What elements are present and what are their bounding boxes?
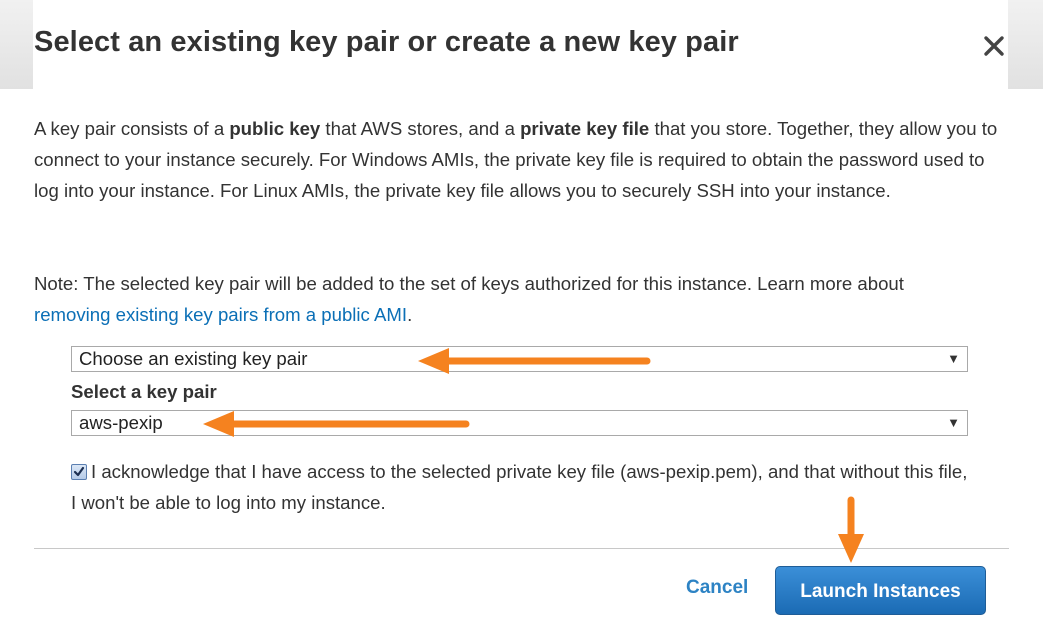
key-pair-description: A key pair consists of a public key that… bbox=[34, 113, 1009, 206]
note-text: Note: The selected key pair will be adde… bbox=[34, 273, 904, 294]
intro-text-2: that AWS stores, and a bbox=[320, 118, 521, 139]
annotation-arrow-down-icon bbox=[838, 496, 864, 563]
dialog-header-panel bbox=[33, 0, 1008, 89]
close-icon[interactable] bbox=[978, 30, 1010, 62]
launch-instances-button[interactable]: Launch Instances bbox=[775, 566, 986, 615]
intro-text-3: that you store. Together, they allow you… bbox=[34, 118, 998, 201]
key-pair-select-value: aws-pexip bbox=[79, 412, 163, 433]
acknowledge-checkbox[interactable] bbox=[71, 464, 87, 480]
acknowledge-text: I acknowledge that I have access to the … bbox=[71, 461, 968, 513]
intro-bold-private-key: private key file bbox=[520, 118, 650, 139]
key-pair-label: Select a key pair bbox=[71, 381, 217, 402]
dialog-header: Select an existing key pair or create a … bbox=[0, 0, 1043, 89]
intro-text-1: A key pair consists of a bbox=[34, 118, 230, 139]
footer-divider bbox=[34, 548, 1009, 549]
note-end: . bbox=[407, 304, 413, 325]
key-pair-note: Note: The selected key pair will be adde… bbox=[34, 268, 974, 330]
remove-key-pairs-link[interactable]: removing existing key pairs from a publi… bbox=[34, 304, 408, 325]
key-option-select-value: Choose an existing key pair bbox=[79, 348, 308, 369]
annotation-arrow-left-icon bbox=[203, 411, 470, 437]
intro-bold-public-key: public key bbox=[229, 118, 321, 139]
annotation-arrow-left-icon bbox=[418, 348, 651, 374]
cancel-button[interactable]: Cancel bbox=[686, 577, 749, 598]
dropdown-caret-icon: ▼ bbox=[947, 415, 960, 430]
checkmark-icon bbox=[73, 466, 85, 477]
key-option-select[interactable]: Choose an existing key pair ▼ bbox=[71, 346, 968, 372]
dropdown-caret-icon: ▼ bbox=[947, 351, 960, 366]
acknowledge-row: I acknowledge that I have access to the … bbox=[71, 456, 971, 518]
dialog-title: Select an existing key pair or create a … bbox=[34, 26, 739, 58]
